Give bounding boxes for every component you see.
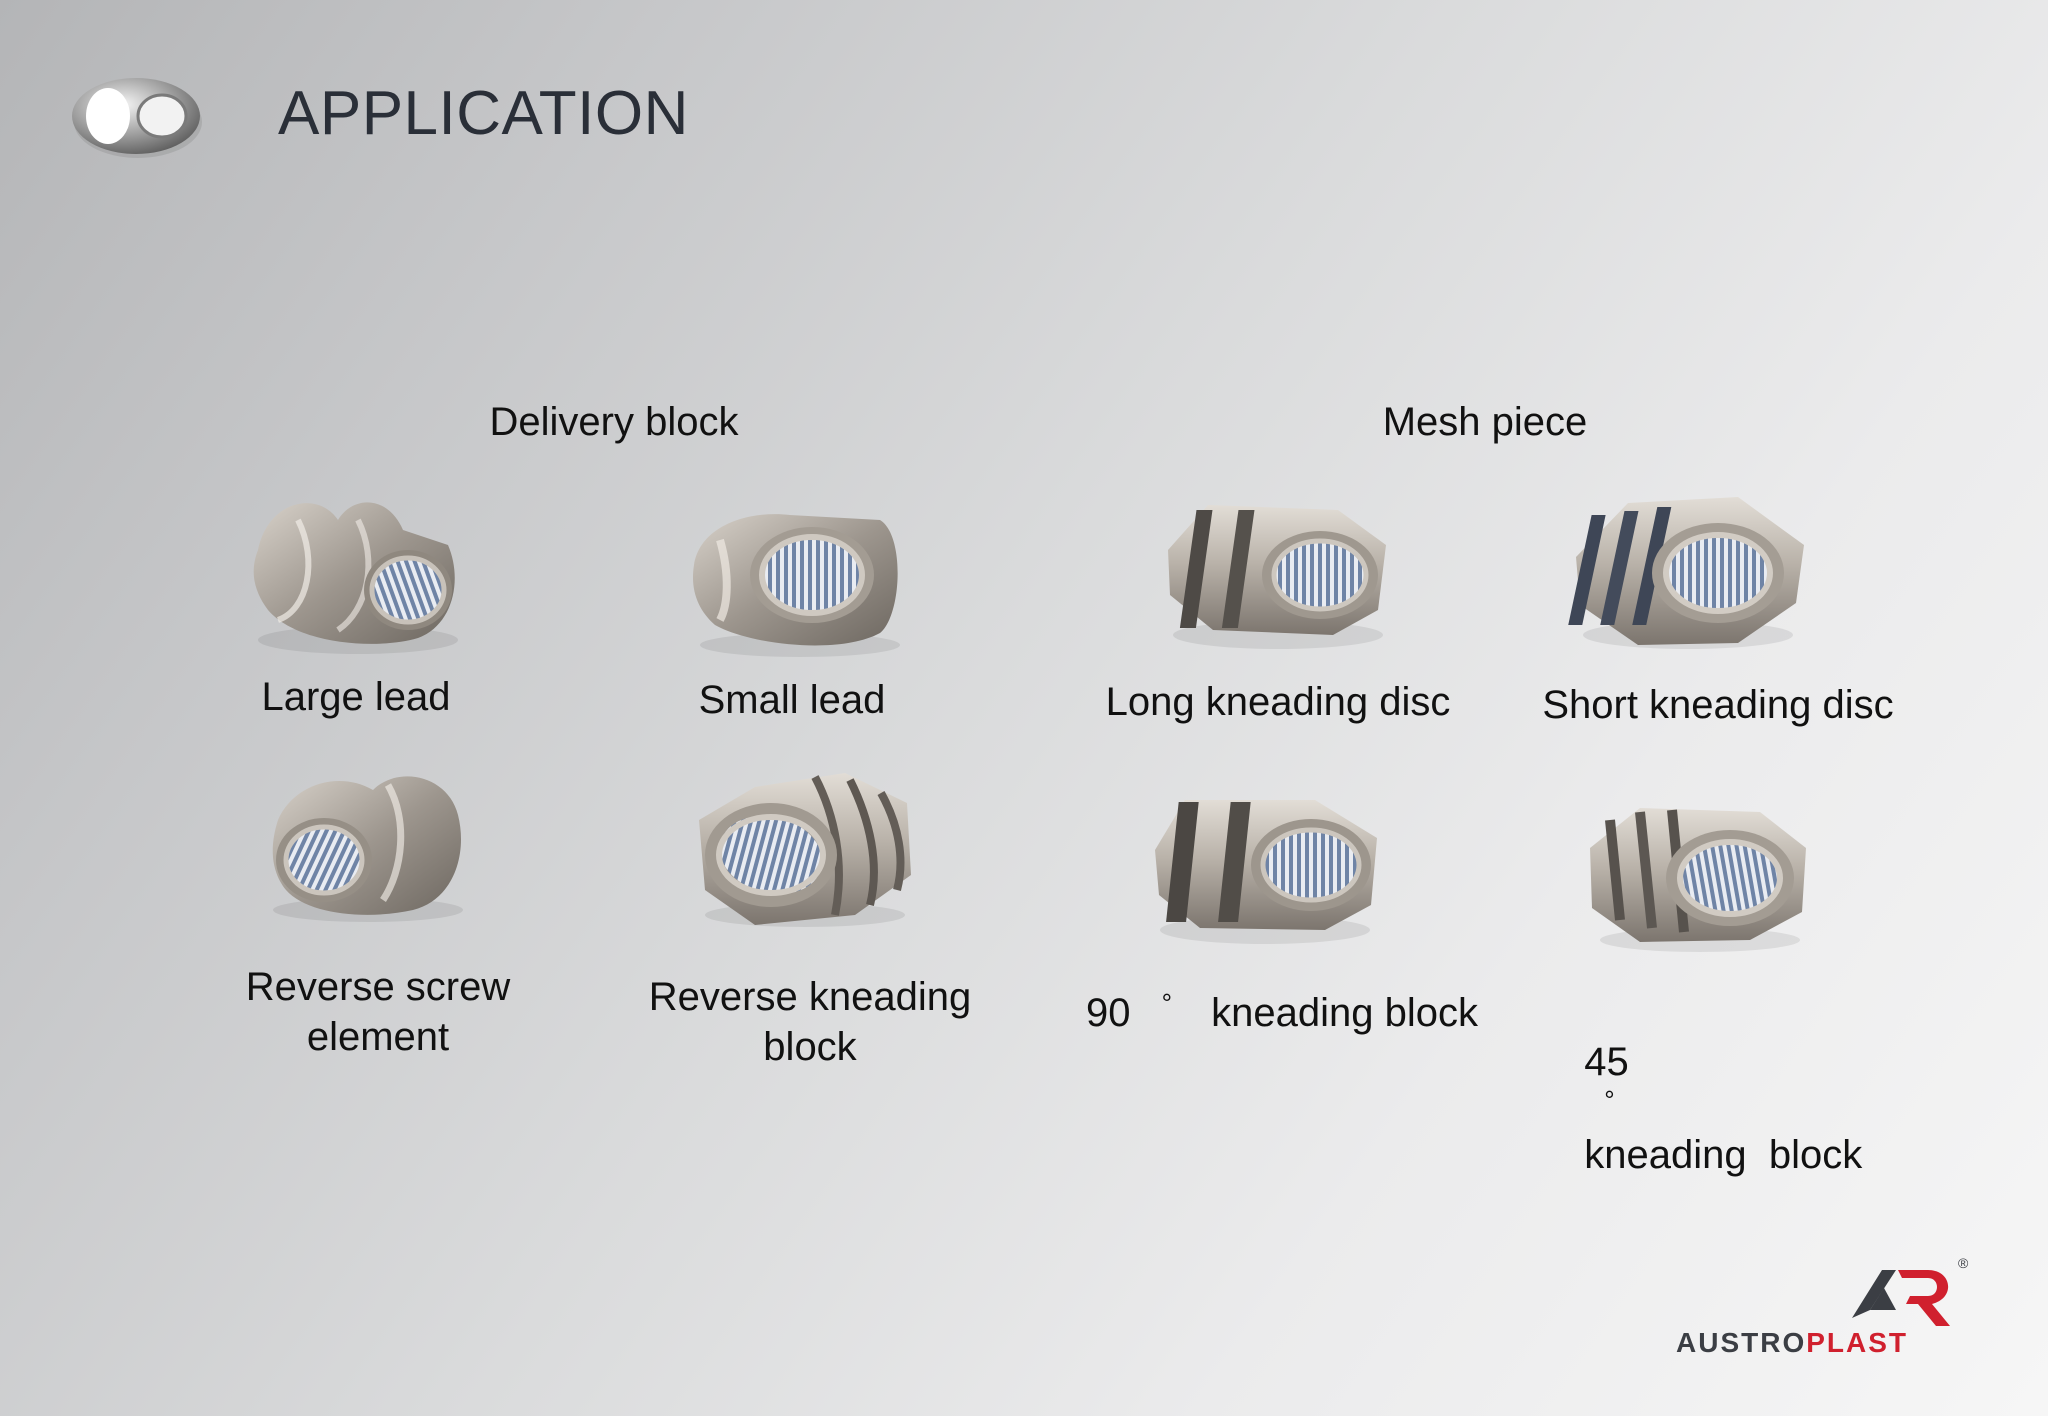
reverse-screw-element-icon [248, 760, 488, 930]
element-label: Reverse kneading block [649, 972, 971, 1072]
element-label: Long kneading disc [1105, 680, 1451, 724]
austroplast-logo-icon: ® AUSTROPLAST [1670, 1240, 1990, 1360]
label-number: 90 [1086, 991, 1131, 1035]
label-text: kneading block [1211, 991, 1479, 1035]
kneading-block-45-icon [1580, 790, 1820, 960]
small-lead-screw-icon [680, 495, 920, 665]
section-heading-mesh-piece: Mesh piece [1382, 400, 1588, 444]
element-label: Short kneading disc [1542, 683, 1894, 727]
brand-name-part1: AUSTRO [1676, 1327, 1806, 1358]
label-line: block [763, 1025, 857, 1069]
brand-name-part2: PLAST [1806, 1327, 1908, 1358]
large-lead-screw-icon [238, 490, 478, 660]
degree-symbol: ° [1604, 1085, 1615, 1115]
element-label: Reverse screw element [246, 962, 511, 1062]
label-line: Reverse kneading [648, 975, 972, 1019]
label-text: kneading block [1584, 1133, 1863, 1177]
kneading-block-90-icon [1145, 780, 1385, 950]
svg-text:AUSTROPLAST: AUSTROPLAST [1676, 1327, 1908, 1358]
page-title: APPLICATION [278, 79, 689, 148]
degree-symbol: ° [1161, 988, 1173, 1018]
registered-mark: ® [1958, 1255, 1969, 1271]
section-heading-delivery-block: Delivery block [489, 400, 739, 444]
long-kneading-disc-icon [1158, 485, 1398, 655]
element-label: Small lead [698, 678, 886, 722]
twin-screw-logo-icon [70, 72, 206, 160]
short-kneading-disc-icon [1568, 485, 1808, 655]
label-line: Reverse screw [245, 965, 511, 1009]
label-line: element [306, 1015, 450, 1059]
element-label: Large lead [261, 675, 451, 719]
element-label: 45 ° kneading block [1562, 995, 1862, 1178]
reverse-kneading-block-icon [685, 765, 925, 935]
element-label: 90 ° kneading block [1086, 988, 1478, 1036]
label-number: 45 [1584, 1040, 1629, 1084]
